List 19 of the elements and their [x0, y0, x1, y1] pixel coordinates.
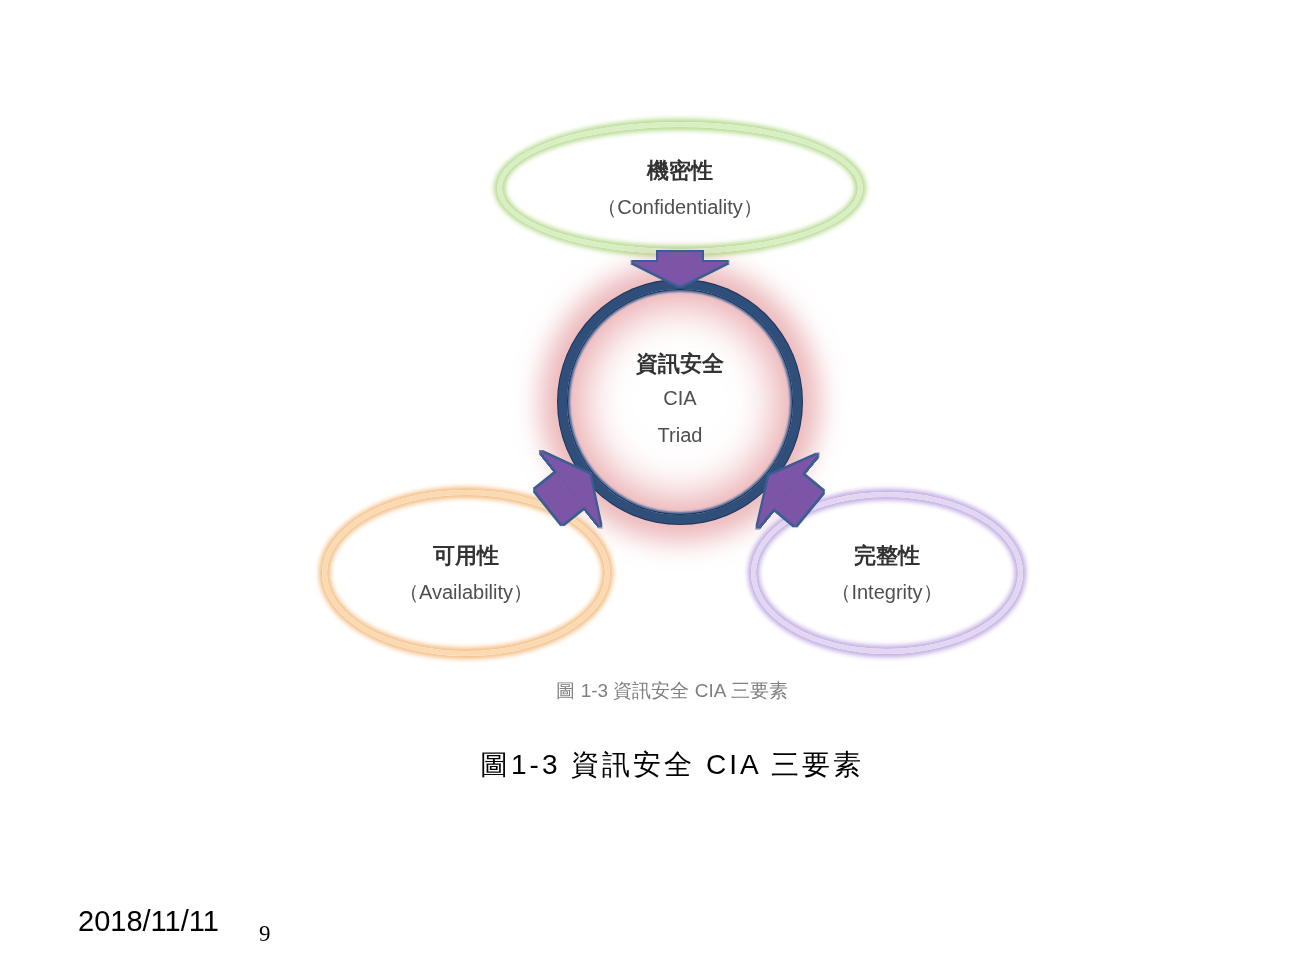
figure-caption: 圖 1-3 資訊安全 CIA 三要素 [556, 679, 788, 703]
slide-caption: 圖1-3 資訊安全 CIA 三要素 [480, 748, 864, 782]
node-title: 機密性 [647, 156, 713, 185]
block-arrow [534, 451, 601, 527]
oval-node [497, 122, 863, 254]
block-arrow [757, 454, 824, 529]
ring-node [558, 280, 802, 524]
oval-node [322, 490, 610, 656]
node-subtitle: （Availability） [398, 579, 534, 605]
node-title: 可用性 [433, 541, 499, 570]
page-number: 9 [259, 921, 271, 947]
node-title: 完整性 [854, 541, 920, 570]
date-label: 2018/11/11 [78, 905, 219, 938]
node-subtitle: （Confidentiality） [597, 194, 763, 220]
node-subtitle: CIA Triad [656, 386, 704, 448]
node-title: 資訊安全 [636, 350, 724, 378]
block-arrow [632, 252, 728, 286]
node-subtitle: （Integrity） [831, 579, 943, 605]
oval-node [751, 492, 1023, 654]
